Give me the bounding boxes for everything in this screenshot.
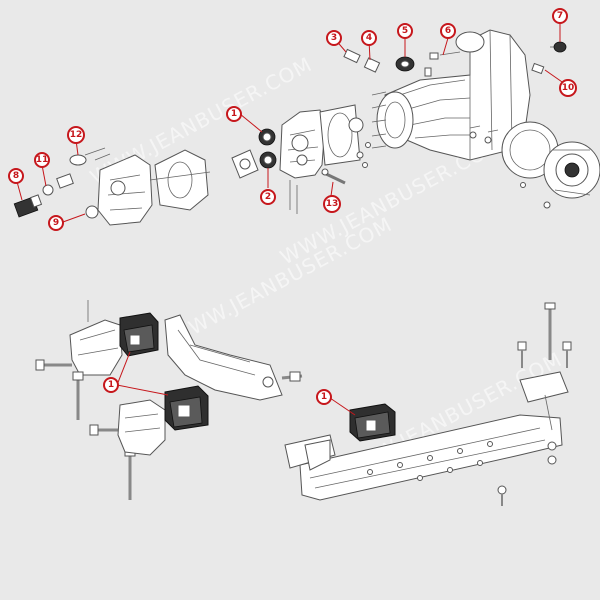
stud-13: [321, 168, 346, 185]
callout-3-label: 3: [331, 33, 337, 43]
callout-1-lower-right-label: 1: [321, 392, 327, 402]
callout-9-label: 9: [53, 218, 59, 228]
upper-mount-bracket: [69, 300, 123, 376]
axle-holes: [367, 441, 493, 481]
housing-studs: [371, 91, 499, 149]
callout-4-label: 4: [366, 33, 372, 43]
shift-housing: [97, 149, 211, 226]
callout-6[interactable]: 6: [440, 23, 456, 39]
callout-2-label: 2: [265, 192, 271, 202]
lower-mount-bracket: [117, 399, 166, 456]
callout-8-label: 8: [13, 171, 19, 181]
axle-long-bolt: [497, 302, 572, 506]
engine-mount-assembly: [35, 300, 303, 500]
callout-8[interactable]: 8: [8, 168, 24, 184]
callout-1-lower-left[interactable]: 1: [103, 377, 119, 393]
callout-1-lower-right[interactable]: 1: [316, 389, 332, 405]
front-axle-beam: [284, 302, 572, 506]
lower-rubber-mount: [164, 385, 209, 431]
top-small-parts: [343, 41, 567, 77]
callout-10[interactable]: 10: [559, 79, 577, 97]
callout-1-lower-left-label: 1: [108, 380, 114, 390]
crossmember-bracket: [164, 314, 303, 401]
callout-5[interactable]: 5: [397, 23, 413, 39]
callout-2[interactable]: 2: [260, 189, 276, 205]
callout-6-label: 6: [445, 26, 451, 36]
callout-12-label: 12: [70, 130, 83, 140]
callout-9[interactable]: 9: [48, 215, 64, 231]
side-cover-gasket: [501, 121, 600, 209]
callout-11[interactable]: 11: [34, 152, 50, 168]
callout-3[interactable]: 3: [326, 30, 342, 46]
callout-10-label: 10: [562, 83, 575, 93]
upper-rubber-mount: [119, 312, 159, 357]
callout-4[interactable]: 4: [361, 30, 377, 46]
watermark-text-2: WWW.JEANBUSER.COM: [166, 212, 396, 350]
callout-12[interactable]: 12: [67, 126, 85, 144]
callout-1-upper[interactable]: 1: [226, 106, 242, 122]
callout-1-upper-label: 1: [231, 109, 237, 119]
axle-rubber-mount: [349, 403, 396, 442]
callout-11-label: 11: [36, 155, 49, 165]
front-cover: [279, 104, 361, 179]
callout-5-label: 5: [402, 26, 408, 36]
callout-13-label: 13: [326, 199, 339, 209]
oil-seals-1-2: [258, 128, 277, 169]
callout-7-label: 7: [557, 11, 563, 21]
callout-13[interactable]: 13: [323, 195, 341, 213]
gearbox-assembly: [13, 29, 600, 226]
plate-gasket: [231, 117, 371, 214]
speedo-fittings: [13, 147, 111, 219]
callout-7[interactable]: 7: [552, 8, 568, 24]
